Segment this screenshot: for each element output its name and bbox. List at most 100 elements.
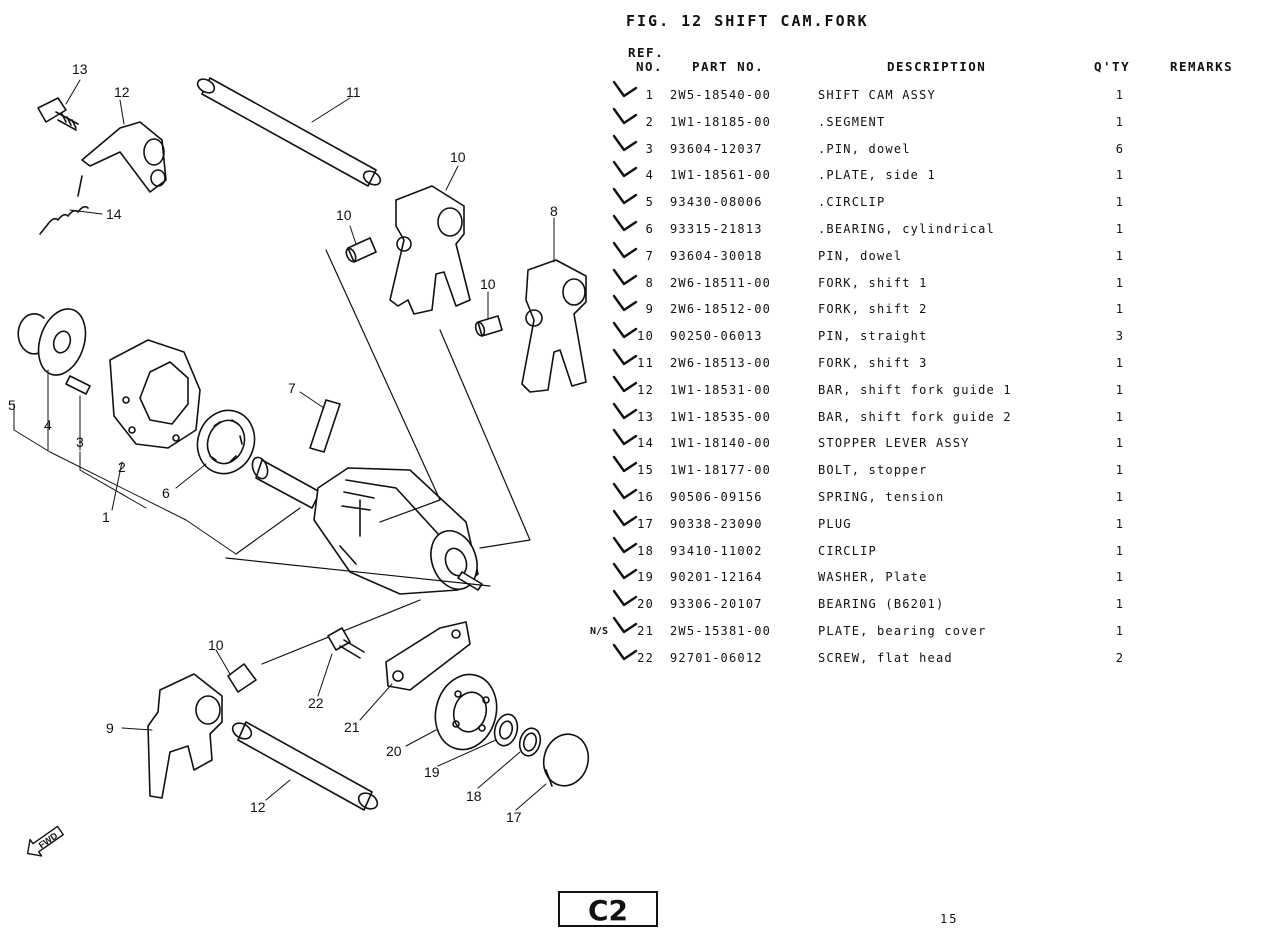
part-row: 3 93604-12037 .PIN, dowel 6 [604, 134, 1264, 165]
callout-8: 8 [550, 203, 558, 219]
fork-shift-3 [389, 185, 471, 315]
stopper-bolt [37, 97, 79, 131]
plug [542, 733, 590, 787]
part-description: BAR, shift fork guide 1 [818, 382, 1012, 397]
part-qty: 1 [1115, 597, 1125, 612]
check-mark-icon [612, 536, 638, 558]
check-mark-icon [612, 107, 638, 129]
callout-10-b: 10 [480, 276, 496, 292]
part-ref-no: 17 [637, 516, 654, 531]
callout-15: 13 [72, 61, 88, 77]
leader-lines [13, 79, 555, 811]
fwd-arrow-icon: FWD [26, 825, 64, 857]
part-number: 93430-08006 [670, 195, 763, 210]
header-ref-line2: NO. [636, 59, 664, 74]
part-ref-no: 6 [645, 221, 654, 236]
part-ref-no: 3 [645, 141, 654, 156]
part-number: 93306-20107 [670, 597, 763, 612]
part-description: SCREW, flat head [818, 650, 953, 665]
straight-pin-c [227, 663, 257, 693]
check-mark-icon [612, 241, 638, 263]
bearing-cover-plate [385, 621, 471, 691]
cylindrical-bearing [196, 409, 256, 475]
part-number: 2W6-18513-00 [670, 355, 772, 370]
part-number: 90506-09156 [670, 489, 763, 504]
part-description: FORK, shift 1 [818, 275, 928, 290]
dowel-pin-3 [65, 375, 91, 395]
callout-7: 7 [288, 380, 296, 396]
part-ref-no: 8 [645, 275, 654, 290]
part-description: PIN, straight [818, 329, 928, 344]
callout-4: 4 [44, 417, 52, 433]
part-number: 93604-12037 [670, 141, 763, 156]
part-description: STOPPER LEVER ASSY [818, 436, 970, 451]
part-ref-no: 2 [645, 114, 654, 129]
part-number: 1W1-18535-00 [670, 409, 772, 424]
header-ref-line1: REF. [628, 45, 665, 60]
part-qty: 1 [1115, 436, 1125, 451]
part-ref-no: 9 [645, 302, 654, 317]
part-ref-no: 14 [637, 436, 654, 451]
part-qty: 1 [1115, 543, 1125, 558]
part-qty: 1 [1115, 516, 1125, 531]
part-ref-no: 22 [637, 650, 654, 665]
stopper-lever [81, 121, 167, 193]
side-plate-4 [37, 308, 87, 376]
part-ref-no: 19 [637, 570, 654, 585]
check-mark-icon [612, 402, 638, 424]
part-ref-no: 5 [645, 195, 654, 210]
callout-14: 12 [114, 84, 130, 100]
fork-shift-2 [147, 673, 223, 799]
callout-22: 22 [308, 695, 324, 711]
check-mark-icon [612, 455, 638, 477]
part-description: SPRING, tension [818, 489, 945, 504]
callout-19: 19 [424, 764, 440, 780]
part-number: 1W1-18561-00 [670, 168, 772, 183]
check-mark-icon [612, 428, 638, 450]
part-description: FORK, shift 2 [818, 302, 928, 317]
part-ref-no: 7 [645, 248, 654, 263]
plate-washer [493, 713, 519, 747]
part-number: 90201-12164 [670, 570, 763, 585]
callout-16: 14 [106, 206, 122, 222]
part-qty: 1 [1115, 195, 1125, 210]
callout-13: 11 [346, 84, 361, 100]
check-mark-icon [612, 375, 638, 397]
part-description: PLUG [818, 516, 852, 531]
circlip-18 [518, 727, 542, 757]
page-number: 15 [940, 912, 959, 926]
part-number: 2W6-18511-00 [670, 275, 772, 290]
check-mark-icon [612, 589, 638, 611]
part-qty: 1 [1115, 168, 1125, 183]
part-number: 2W6-18512-00 [670, 302, 772, 317]
part-qty: 1 [1115, 221, 1125, 236]
part-description: WASHER, Plate [818, 570, 928, 585]
callout-18: 18 [466, 788, 482, 804]
callout-2: 2 [118, 459, 126, 475]
segment [109, 339, 201, 449]
check-mark-icon [612, 187, 638, 209]
part-description: CIRCLIP [818, 543, 877, 558]
part-number: 2W5-15381-00 [670, 623, 772, 638]
fork-shift-1 [521, 259, 587, 393]
callout-17: 17 [506, 809, 522, 825]
part-qty: 6 [1115, 141, 1125, 156]
callout-5: 5 [8, 397, 16, 413]
shift-cam-drum [251, 456, 483, 595]
part-description: .PIN, dowel [818, 141, 911, 156]
part-description: SHIFT CAM ASSY [818, 88, 936, 102]
callout-10-c: 10 [208, 637, 224, 653]
part-number: 1W1-18185-00 [670, 114, 772, 129]
dowel-pin-7 [309, 399, 341, 453]
